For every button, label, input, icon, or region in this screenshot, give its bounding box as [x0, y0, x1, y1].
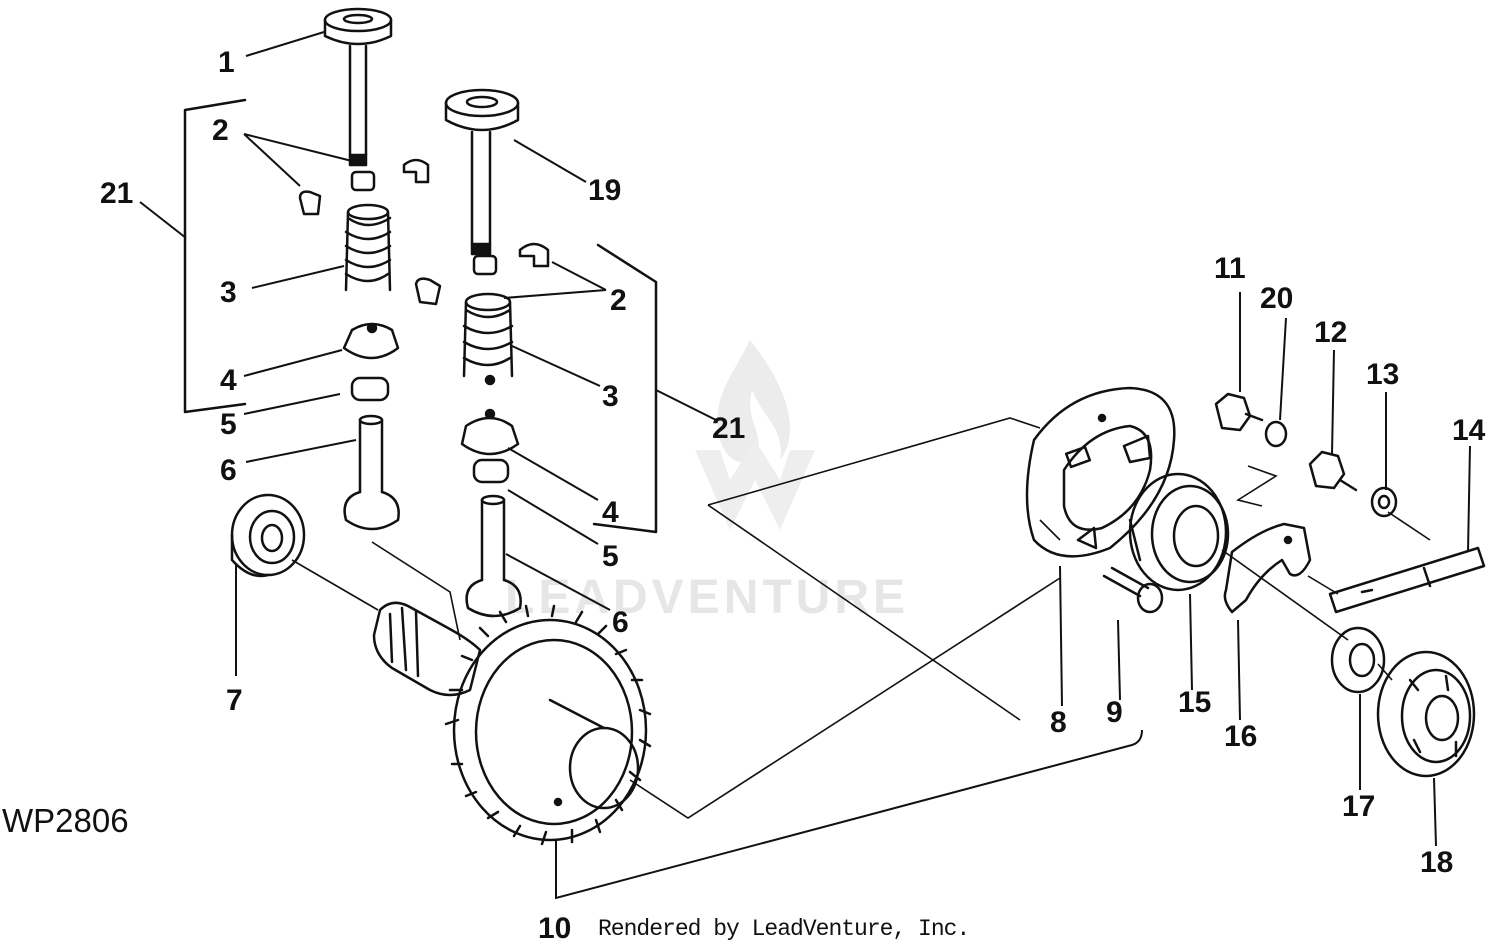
callout-5-left: 5	[220, 408, 237, 441]
valve-keepers-2-right	[414, 242, 550, 306]
plate-part-8	[1025, 386, 1176, 558]
valve-part-19	[444, 88, 520, 256]
valve-cap-5-right	[472, 458, 510, 484]
camshaft-gear-part-10	[372, 601, 652, 846]
callout-8: 8	[1050, 706, 1067, 739]
valve-keepers-2-left	[298, 158, 430, 216]
callout-5-right: 5	[602, 540, 619, 573]
callout-3-right: 3	[602, 380, 619, 413]
callout-9: 9	[1106, 696, 1123, 729]
bolt-part-9	[1102, 566, 1164, 614]
callout-21-right: 21	[712, 412, 745, 445]
bearing-part-18	[1376, 650, 1476, 778]
spring-seat-4-right	[460, 408, 520, 456]
washer-part-20	[1264, 420, 1288, 448]
washer-part-17	[1330, 626, 1386, 694]
callout-15: 15	[1178, 686, 1211, 719]
callout-18: 18	[1420, 846, 1453, 879]
callout-13: 13	[1366, 358, 1399, 391]
callout-4-left: 4	[220, 364, 237, 397]
callout-1: 1	[218, 46, 235, 79]
nut-part-11	[1214, 392, 1264, 432]
callout-21-left: 21	[100, 177, 133, 210]
callout-2-right: 2	[610, 284, 627, 317]
callout-11: 11	[1214, 252, 1246, 285]
valve-spring-3-right	[462, 292, 514, 386]
bearing-part-15	[1128, 472, 1230, 592]
shaft-part-14	[1328, 546, 1486, 614]
callout-20: 20	[1260, 282, 1293, 315]
callout-16: 16	[1224, 720, 1257, 753]
valve-6-right	[465, 494, 522, 618]
callout-19: 19	[588, 174, 621, 207]
lever-part-16	[1223, 522, 1312, 614]
valve-cap-5-left	[350, 376, 390, 402]
callout-17: 17	[1342, 790, 1375, 823]
callout-4-right: 4	[602, 496, 619, 529]
leadventure-logo-icon	[695, 340, 815, 530]
callout-7: 7	[226, 684, 243, 717]
callout-3-left: 3	[220, 276, 237, 309]
callout-14: 14	[1452, 414, 1486, 447]
figure-code: WP2806	[2, 802, 129, 839]
callout-6-left: 6	[220, 454, 237, 487]
callout-6-right: 6	[612, 606, 629, 639]
callout-2-left: 2	[212, 114, 229, 147]
valve-part-1	[323, 7, 393, 167]
callout-12: 12	[1314, 316, 1347, 349]
washer-part-13	[1370, 486, 1398, 518]
nut-part-12	[1308, 450, 1358, 492]
callout-10: 10	[538, 912, 571, 945]
valve-6-left	[343, 414, 400, 531]
watermark-text: LEADVENTURE	[505, 571, 910, 624]
valve-spring-3-left	[344, 203, 392, 292]
spring-seat-4-left	[342, 322, 400, 360]
render-credit: Rendered by LeadVenture, Inc.	[598, 916, 970, 942]
bearing-part-7	[230, 493, 306, 578]
